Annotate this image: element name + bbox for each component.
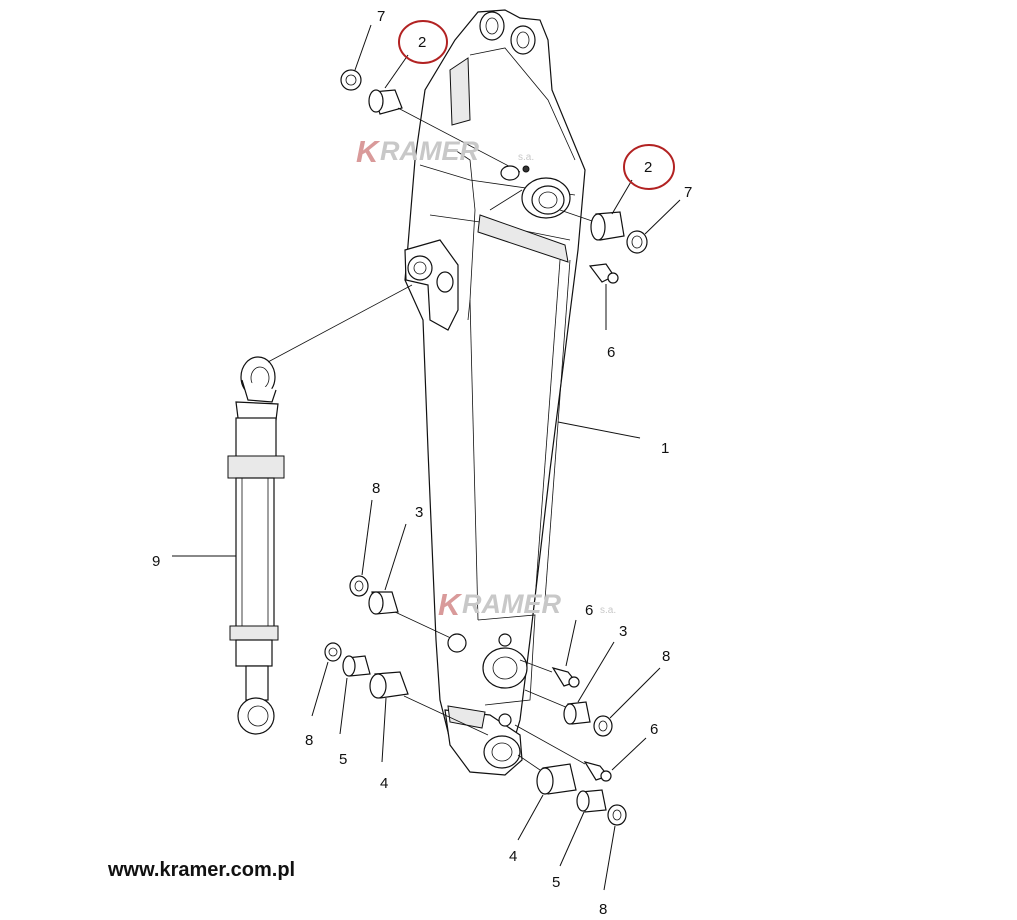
callout-7: 7	[684, 184, 692, 201]
callout-7: 7	[377, 8, 385, 25]
hydraulic-cylinder	[227, 356, 285, 735]
top-pin-parts	[340, 69, 648, 284]
watermark-suffix: s.a.	[518, 152, 534, 163]
lower-pin-parts	[324, 575, 627, 826]
highlight-circle-top	[398, 20, 448, 64]
kramer-watermark-top: K RAMER s.a.	[356, 134, 534, 169]
watermark-logo-rest: RAMER	[462, 589, 561, 619]
callout-6: 6	[650, 721, 658, 738]
watermark-logo-k: K	[356, 134, 381, 169]
callout-3: 3	[415, 504, 423, 521]
highlight-circle-right	[623, 144, 675, 190]
callout-5: 5	[339, 751, 347, 768]
callout-4: 4	[509, 848, 517, 865]
callout-6: 6	[607, 344, 615, 361]
watermark-logo-k: K	[438, 587, 463, 622]
callout-8: 8	[599, 901, 607, 918]
callout-2: 2	[644, 159, 652, 176]
callout-8: 8	[305, 732, 313, 749]
callout-3: 3	[619, 623, 627, 640]
callout-8: 8	[372, 480, 380, 497]
leader-lines	[172, 24, 681, 891]
callout-labels: 7 2 2 7 6 1 8 3 9 6 3 8 8 5 4 6 4 5 8	[152, 8, 692, 918]
boom-arm	[404, 9, 586, 776]
watermark-suffix: s.a.	[600, 605, 616, 616]
callout-6: 6	[585, 602, 593, 619]
kramer-watermark-mid: K RAMER s.a.	[438, 587, 616, 622]
website-url: www.kramer.com.pl	[107, 859, 295, 881]
callout-2: 2	[418, 34, 426, 51]
callout-4: 4	[380, 775, 388, 792]
callout-1: 1	[661, 440, 669, 457]
watermark-logo-rest: RAMER	[380, 136, 479, 166]
callout-9: 9	[152, 553, 160, 570]
callout-8: 8	[662, 648, 670, 665]
callout-5: 5	[552, 874, 560, 891]
